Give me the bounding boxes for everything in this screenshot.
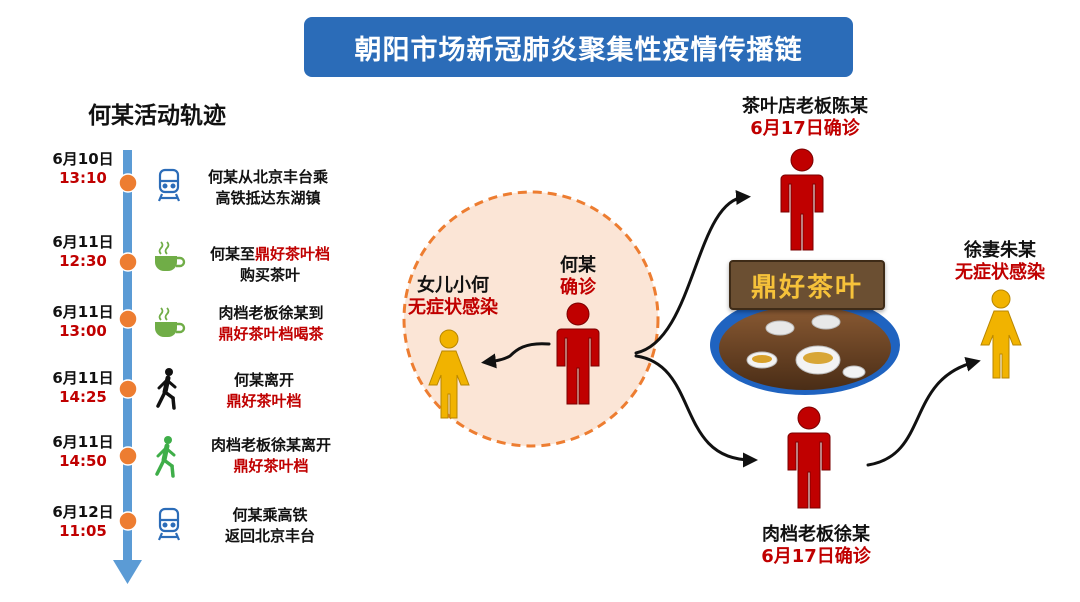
timeline-description: 肉档老板徐某离开 鼎好茶叶档 — [210, 436, 331, 475]
timeline-heading: 何某活动轨迹 — [88, 103, 226, 129]
timeline-dot — [118, 379, 138, 399]
timeline-description: 肉档老板徐某到 鼎好茶叶档喝茶 — [218, 304, 324, 343]
timeline-dot — [118, 511, 138, 531]
person-meat-owner-icon — [787, 406, 831, 509]
arrow-to-daughter — [481, 342, 551, 369]
tea-cup-icon — [155, 307, 186, 337]
person-wife-icon — [980, 289, 1022, 379]
timeline-dot — [118, 252, 138, 272]
teahouse-photo — [710, 295, 900, 395]
index-case-label: 何某确诊 — [560, 255, 596, 298]
train-icon — [157, 168, 181, 202]
train-icon — [157, 507, 181, 541]
timeline-dot — [118, 446, 138, 466]
wife-label: 徐妻朱某无症状感染 — [955, 240, 1045, 283]
timeline-description: 何某从北京丰台乘 高铁抵达东湖镇 — [207, 168, 328, 207]
walking-person-icon — [155, 436, 176, 478]
timeline-dots — [118, 173, 138, 531]
page-title: 朝阳市场新冠肺炎聚集性疫情传播链 — [304, 17, 853, 77]
timeline-dot — [118, 309, 138, 329]
tea-cup-icon — [155, 241, 186, 271]
timeline-description: 何某至鼎好茶叶档 购买茶叶 — [209, 245, 331, 284]
person-daughter-icon — [428, 329, 470, 419]
walking-person-icon — [156, 368, 177, 410]
arrow-to-tea-owner — [634, 190, 751, 355]
arrow-to-meat-owner — [634, 354, 758, 468]
timeline-dot — [118, 173, 138, 193]
timeline-description: 何某离开 鼎好茶叶档 — [226, 371, 302, 410]
teahouse-sign: 鼎好茶叶 — [729, 260, 885, 310]
timeline-description: 何某乘高铁 返回北京丰台 — [224, 506, 315, 545]
daughter-label: 女儿小何无症状感染 — [408, 275, 498, 318]
timeline-axis — [113, 150, 142, 584]
person-tea-owner-icon — [780, 148, 824, 251]
person-index-case-icon — [556, 302, 600, 405]
transmission-arrows — [481, 190, 981, 468]
arrow-to-wife — [866, 356, 981, 467]
